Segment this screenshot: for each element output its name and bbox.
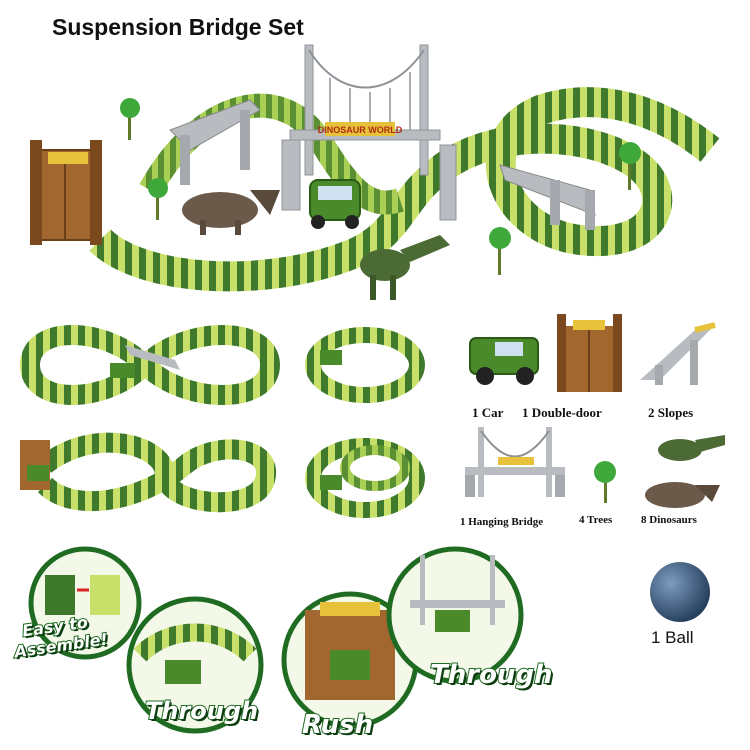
- bridge-sign: [325, 122, 395, 136]
- component-label-slopes: 2 Slopes: [648, 405, 694, 420]
- callout-rush: [281, 591, 419, 729]
- component-label-dinosaurs: 8 Dinosaurs: [641, 514, 697, 526]
- ball-icon: [650, 562, 710, 622]
- layout-figure-eight: [19, 325, 281, 405]
- callout-assemble: [28, 546, 142, 660]
- left-slope: [169, 99, 261, 185]
- double-door-gate: [30, 140, 102, 245]
- badge-rush: Rush: [301, 709, 374, 741]
- page-title: Suspension Bridge Set: [52, 14, 304, 40]
- slopes-icon: [640, 322, 716, 385]
- callout-through-right: [386, 546, 524, 684]
- tree-icon: [594, 461, 616, 503]
- layout-spiral: [305, 438, 425, 518]
- component-label-car: 1 Car: [472, 405, 504, 420]
- hero-track-scene: DINOSAUR WORLD: [30, 44, 720, 300]
- hanging-bridge-icon: [465, 427, 565, 497]
- component-label-double-door: 1 Double-door: [522, 405, 602, 420]
- palm-trees: [120, 98, 641, 275]
- hanging-bridge: [281, 44, 457, 221]
- layout-s-curve: [20, 432, 277, 513]
- double-door-icon: [557, 314, 622, 392]
- bridge-sign-text: DINOSAUR WORLD: [318, 125, 403, 135]
- badge-through-right: Through: [429, 659, 554, 691]
- car-icon: [469, 337, 539, 385]
- layout-loop: [305, 327, 425, 403]
- triceratops-figure: [182, 190, 280, 235]
- badge-through-left: Through: [144, 696, 259, 726]
- ball-label: 1 Ball: [651, 628, 694, 647]
- component-label-trees: 4 Trees: [579, 514, 613, 526]
- callout-through-left: [126, 596, 264, 734]
- component-label-hanging-bridge: 1 Hanging Bridge: [460, 516, 544, 528]
- right-slope: [499, 164, 596, 230]
- trex-figure: [360, 235, 450, 300]
- dinosaurs-icon: [645, 435, 725, 508]
- car: [309, 179, 361, 229]
